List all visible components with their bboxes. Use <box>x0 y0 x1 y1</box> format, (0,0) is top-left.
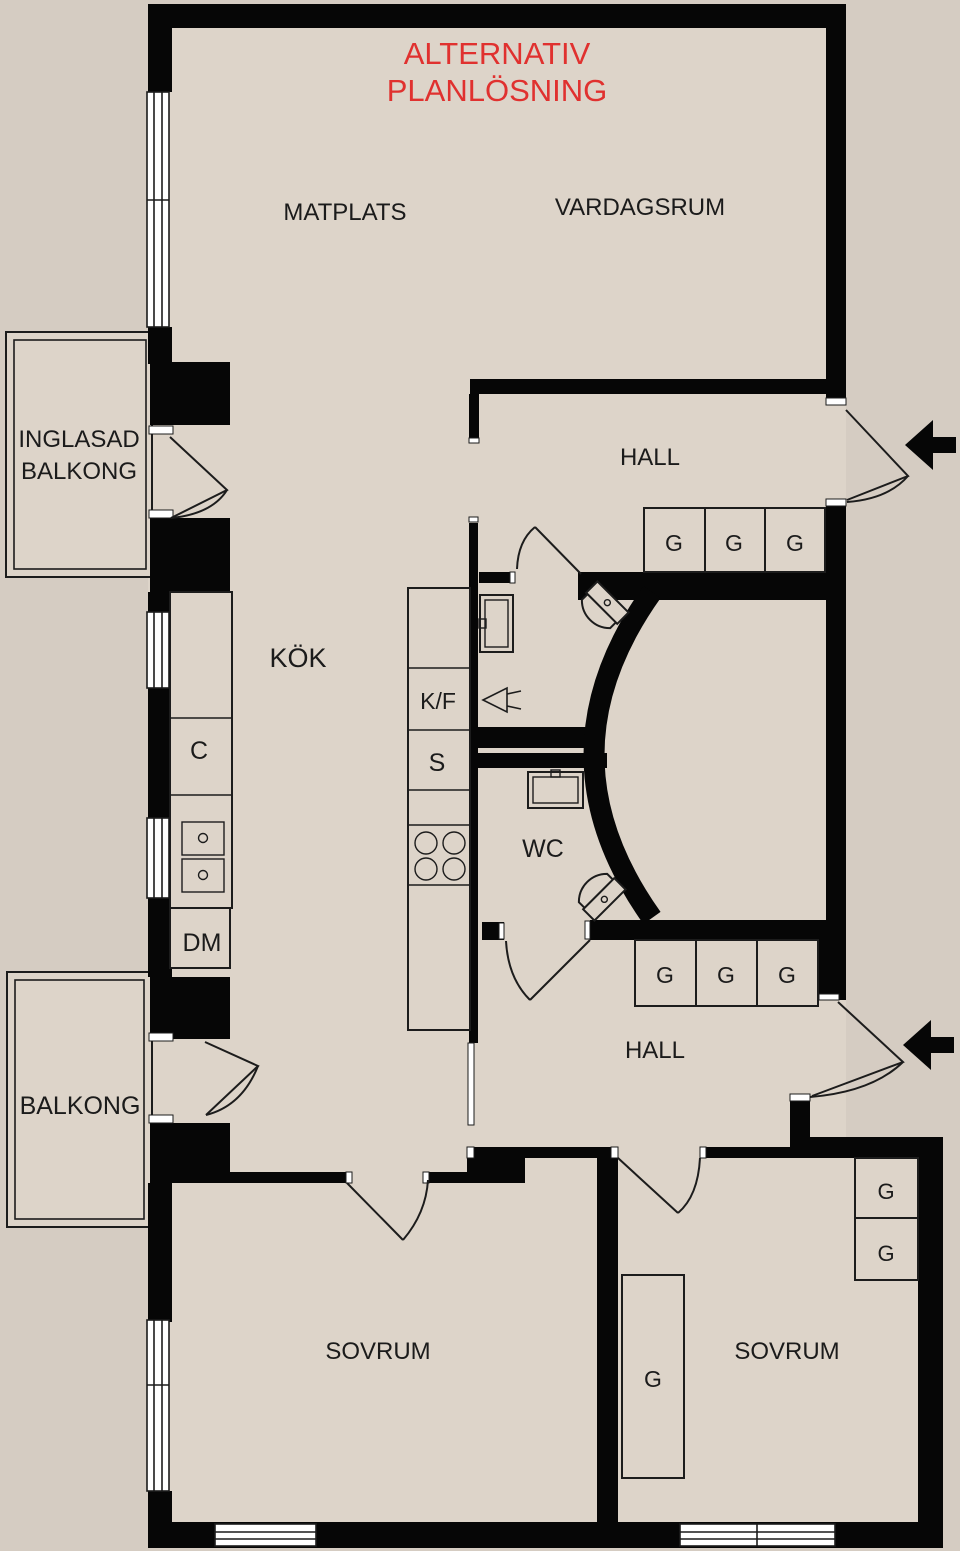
door-wc <box>505 939 591 1001</box>
room-label-wc: WC <box>522 835 564 863</box>
door-balkong <box>204 1041 260 1116</box>
wardrobe-row-hall-lower <box>634 939 819 1007</box>
door-bathroom <box>516 526 582 575</box>
plan-title-line2: PLANLÖSNING <box>387 73 608 108</box>
kitchen-screen-partition <box>467 1042 475 1126</box>
wardrobes <box>621 507 919 1479</box>
room-label-hall-lower: HALL <box>625 1037 685 1064</box>
room-label-hall-upper: HALL <box>620 444 680 471</box>
bathroom-toilet <box>580 580 630 630</box>
window-kitchen-1 <box>146 611 170 689</box>
wc-sink <box>527 769 584 809</box>
room-label-vardagsrum: VARDAGSRUM <box>555 194 725 221</box>
window-kitchen-2 <box>146 817 170 899</box>
fixture-label-s: S <box>429 749 446 777</box>
wardrobe-label: G <box>717 962 735 988</box>
balkong-outline <box>6 971 153 1228</box>
plan-title-line1: ALTERNATIV <box>404 36 591 71</box>
wardrobe-bedroom-right-2 <box>854 1217 919 1281</box>
inglasad-balkong-outline <box>5 331 153 578</box>
room-label-inglasad-balkong-2: BALKONG <box>21 458 137 485</box>
entrance-arrow-icon <box>905 420 956 470</box>
doors <box>169 409 910 1241</box>
room-label-balkong: BALKONG <box>20 1092 141 1120</box>
wardrobe-label: G <box>778 962 796 988</box>
entrance-arrow-lower-icon <box>903 1020 954 1070</box>
wardrobe-label: G <box>665 530 683 556</box>
ventilation-fan-icon <box>481 686 522 714</box>
wardrobe-row-hall-upper <box>643 507 826 573</box>
door-entrance-upper <box>845 409 910 503</box>
windows <box>146 91 836 1547</box>
kitchen-counter-left <box>169 591 233 909</box>
wardrobe-label: G <box>877 1241 894 1266</box>
kitchen-fixtures <box>169 587 475 1126</box>
door-inglasad-balkong <box>169 436 229 519</box>
door-entrance-lower <box>809 1001 905 1098</box>
window-living-left <box>146 91 170 328</box>
wardrobe-label: G <box>877 1179 894 1204</box>
bathroom-fixtures <box>478 580 630 922</box>
window-bedroom-left-bottom <box>214 1523 317 1547</box>
bathroom-sink <box>478 594 514 653</box>
wardrobe-label: G <box>656 962 674 988</box>
door-bedroom-right <box>617 1157 701 1214</box>
room-label-inglasad-balkong-1: INGLASAD <box>18 426 139 453</box>
dishwasher-box <box>169 907 231 969</box>
room-label-kok: KÖK <box>269 643 326 673</box>
wc-toilet <box>577 872 627 922</box>
wardrobe-label: G <box>725 530 743 556</box>
door-bedroom-left <box>346 1179 429 1241</box>
fixture-label-kf: K/F <box>420 688 456 714</box>
room-label-sovrum-right: SOVRUM <box>734 1338 839 1365</box>
window-bedroom-right-bottom <box>679 1523 836 1547</box>
curved-wall <box>583 585 661 925</box>
stove-burners <box>414 831 466 881</box>
kitchen-counter-right <box>407 587 471 1031</box>
wardrobe-bedroom-middle <box>621 1274 685 1479</box>
room-label-sovrum-left: SOVRUM <box>325 1338 430 1365</box>
fixture-label-dm: DM <box>183 929 222 957</box>
wardrobe-bedroom-right-1 <box>854 1157 919 1220</box>
wall-end-caps <box>148 397 847 1184</box>
room-label-matplats: MATPLATS <box>283 199 406 226</box>
wardrobe-label: G <box>786 530 804 556</box>
fixture-label-c: C <box>190 737 208 765</box>
window-bedroom-left-side <box>146 1319 170 1492</box>
labels: ALTERNATIV PLANLÖSNING MATPLATS VARDAGSR… <box>18 36 894 1392</box>
wardrobe-label: G <box>644 1366 662 1392</box>
